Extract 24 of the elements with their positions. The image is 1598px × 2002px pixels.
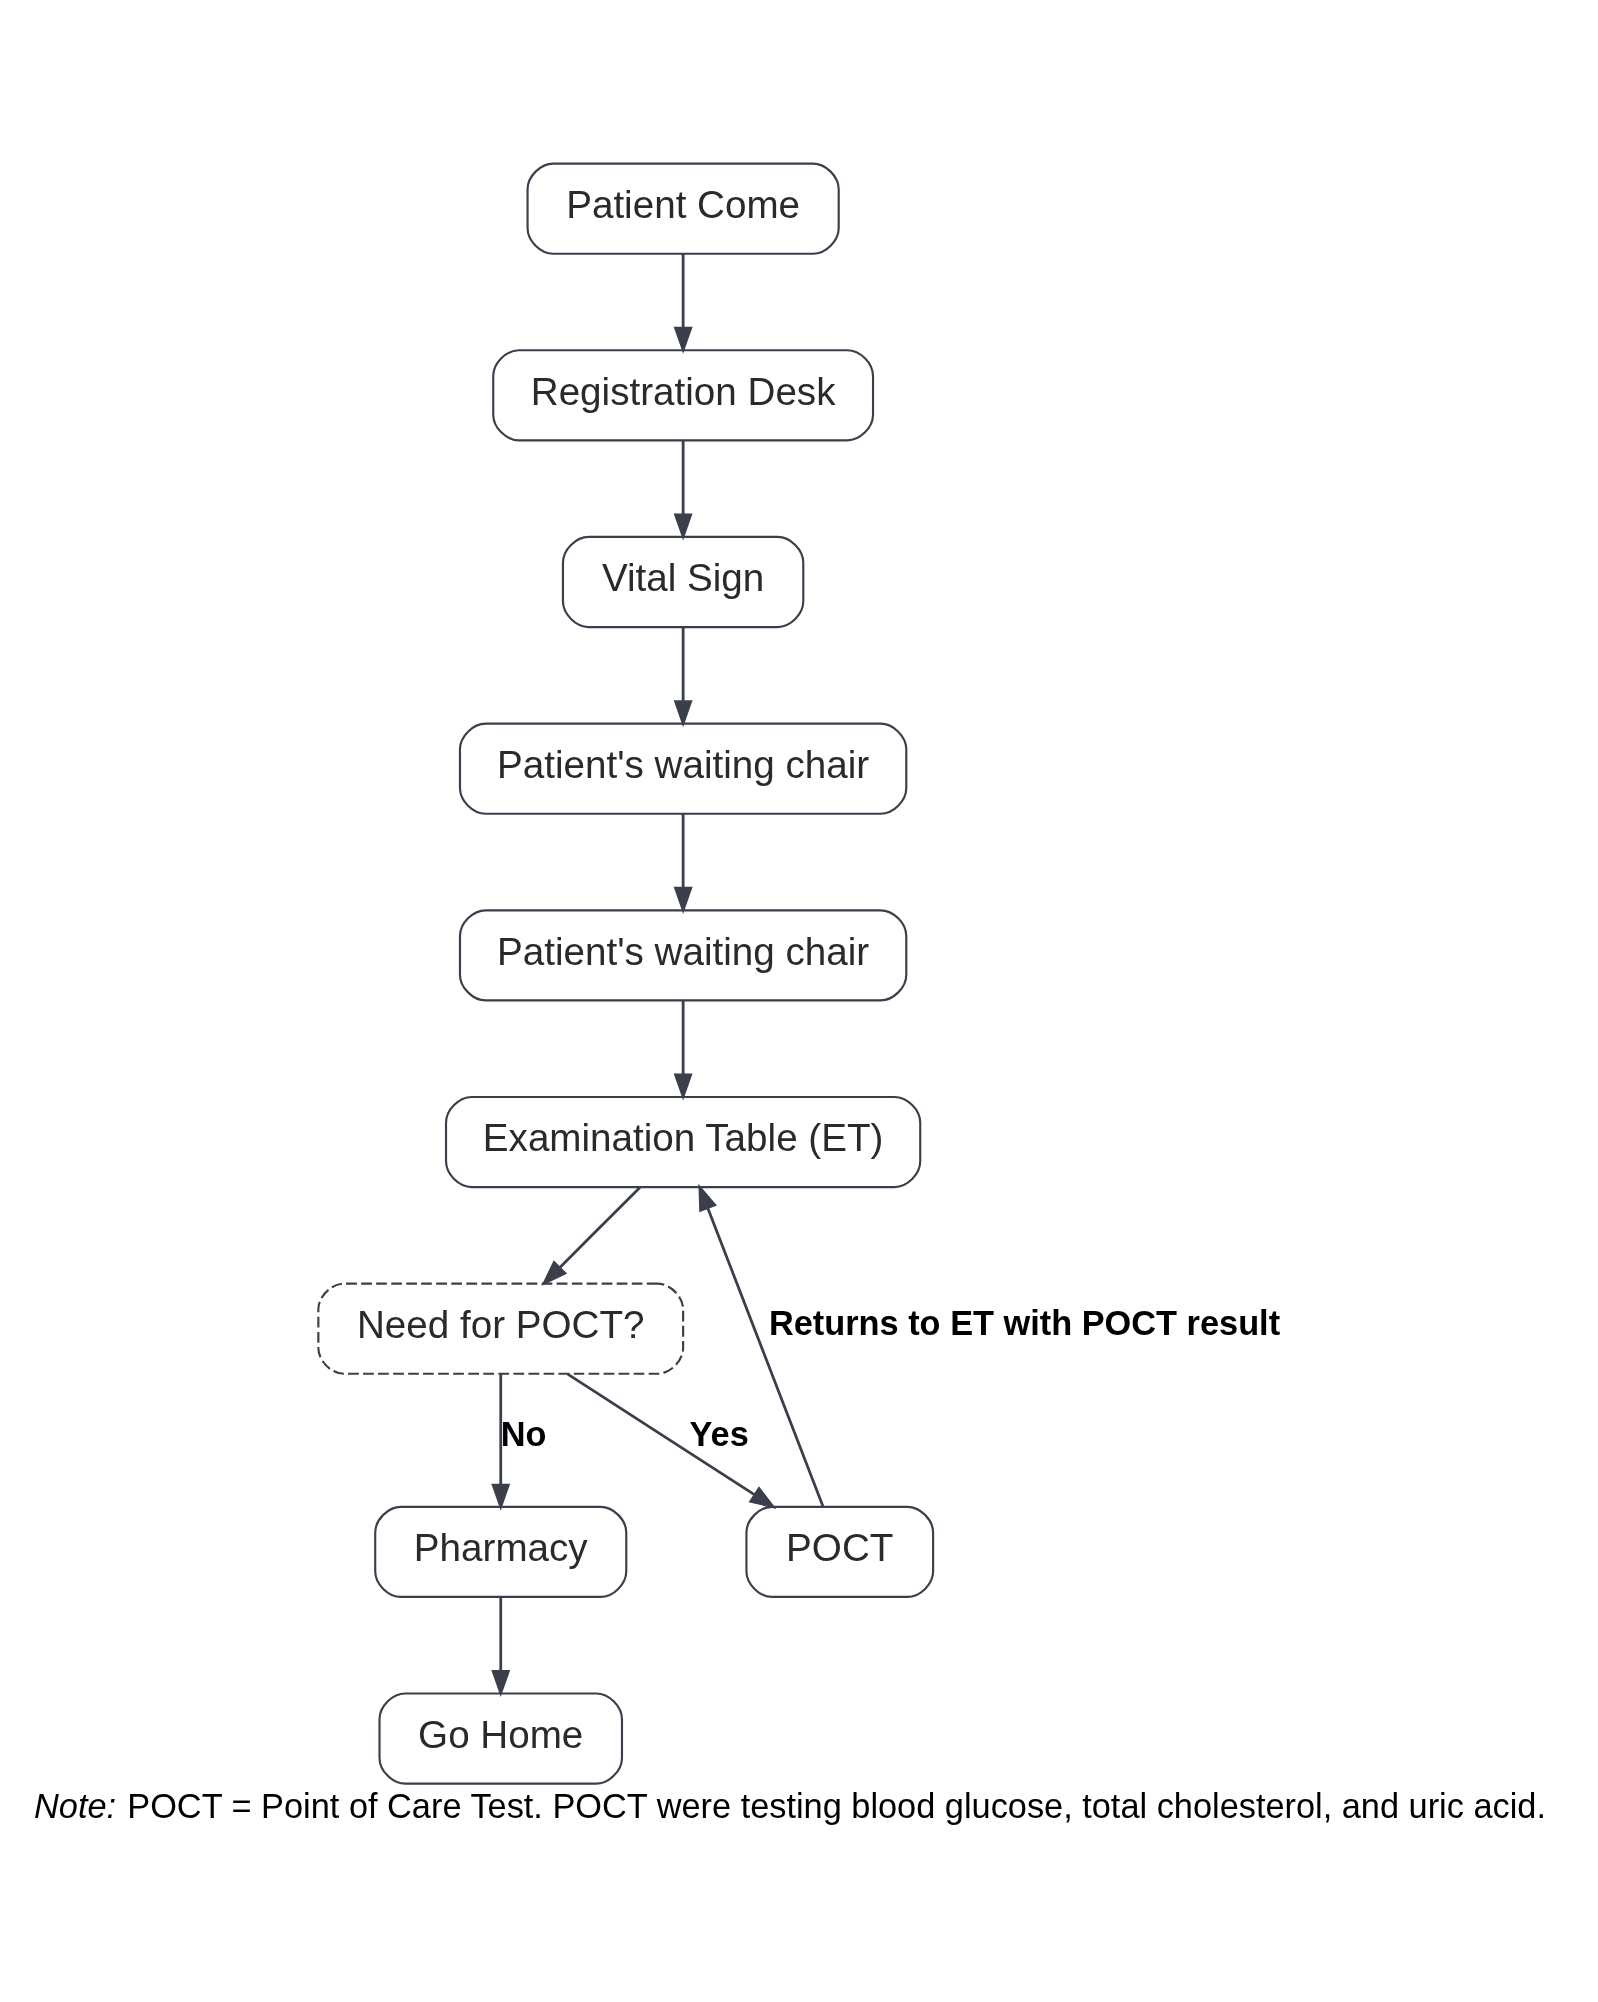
arrow <box>673 1000 693 1101</box>
node-box: Go Home <box>378 1691 624 1785</box>
arrow <box>491 1596 511 1697</box>
node-box: Patient's waiting chair <box>458 908 908 1001</box>
arrow <box>673 440 693 541</box>
caption: Note: POCT = Point of Care Test. POCT were testing blood glucose, total cholesterol, and uric acid. <box>34 1786 1546 1825</box>
arrow <box>673 253 693 354</box>
edge-label: No <box>500 1414 547 1453</box>
node-box: POCT <box>745 1505 935 1598</box>
edge-label: Returns to ET with POCT result <box>768 1303 1281 1342</box>
node-box: Examination Table (ET) <box>444 1095 922 1188</box>
arrow <box>541 1185 641 1286</box>
edge-label: Yes <box>689 1414 749 1453</box>
arrow <box>673 626 693 727</box>
arrow <box>491 1373 511 1511</box>
arrow <box>566 1372 777 1509</box>
node-box: Need for POCT? <box>317 1282 685 1375</box>
arrow <box>698 1183 825 1507</box>
node-box: Pharmacy <box>374 1505 628 1598</box>
node-box: Patient's waiting chair <box>458 722 908 815</box>
node-box: Vital Sign <box>561 535 805 628</box>
node-box: Patient Come <box>526 162 840 255</box>
arrow <box>673 813 693 914</box>
node-box: Registration Desk <box>492 348 875 441</box>
